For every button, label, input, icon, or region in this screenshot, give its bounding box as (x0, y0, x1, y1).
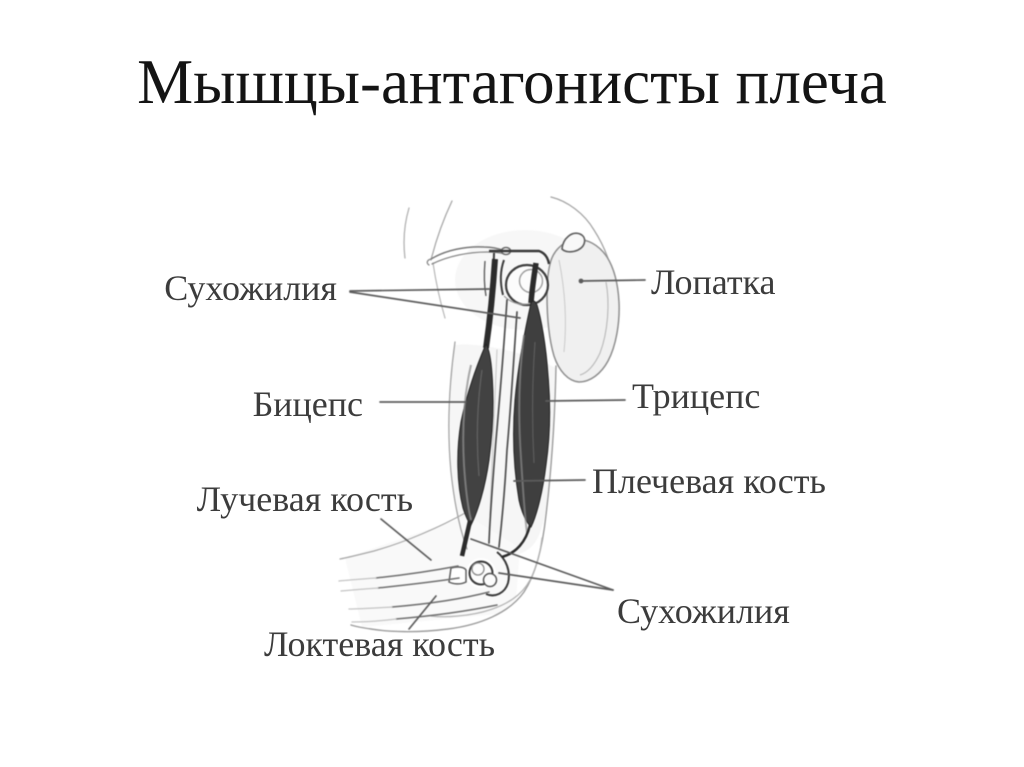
label-ulna-bone: Локтевая кость (264, 624, 495, 664)
coracoid-process (561, 232, 586, 253)
scapula-bone (546, 232, 620, 383)
humerus-shaft (488, 299, 518, 548)
leader-ulna (408, 595, 437, 630)
label-radius-bone: Лучевая кость (196, 479, 413, 519)
forearm-bones (338, 565, 498, 623)
leader-humerus (513, 479, 586, 482)
label-tendons-top: Сухожилия (164, 268, 337, 308)
humeral-head (504, 263, 550, 307)
triceps-upper-tendon (528, 262, 539, 304)
glenoid-socket (499, 259, 505, 296)
olecranon (485, 551, 510, 597)
biceps-muscle (457, 258, 498, 557)
leader-radius (380, 518, 432, 561)
leader-tendons-top-2 (349, 291, 521, 319)
triceps-lower-tendon (501, 524, 532, 559)
acromion (489, 249, 551, 265)
label-biceps: Бицепс (252, 384, 363, 424)
leader-tendons-top-1 (349, 288, 490, 292)
page-title: Мышцы-антагонисты плеча (137, 47, 887, 117)
leader-triceps (545, 399, 626, 402)
radial-head (448, 566, 467, 585)
leader-tendons-bottom-2 (498, 572, 614, 591)
label-tendons-bottom: Сухожилия (617, 591, 790, 631)
shoulder-joint (489, 249, 551, 307)
biceps-lower-tendon (459, 520, 473, 557)
triceps-muscle (501, 262, 551, 559)
leader-lines (349, 278, 646, 630)
leader-tendons-bottom-1 (470, 538, 614, 591)
leader-scapula (580, 279, 646, 282)
label-humerus-bone: Плечевая кость (592, 461, 826, 501)
label-scapula: Лопатка (651, 262, 776, 302)
arm-skin-contours (339, 341, 557, 633)
label-triceps: Трицепс (632, 376, 761, 416)
biceps-upper-tendon (483, 258, 498, 349)
elbow-joint (448, 551, 510, 597)
